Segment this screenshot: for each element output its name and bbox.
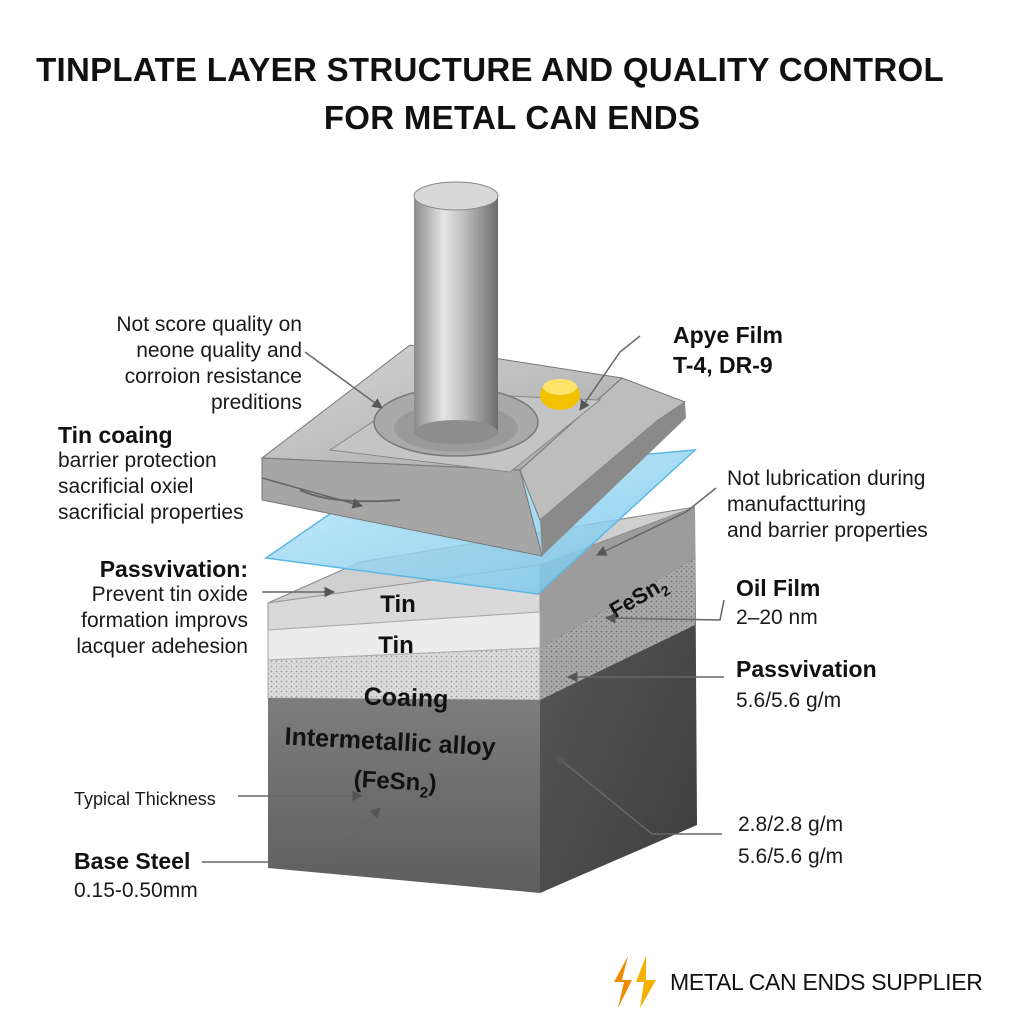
title-line-2: FOR METAL CAN ENDS [323,99,701,136]
passivation-right-value: 5.6/5.6 g/m [736,689,842,712]
layer-label-alloy-line2: (FeSn2) [353,766,438,802]
brand-arrows-icon [614,956,656,1008]
plate-right-wing-side [540,402,686,556]
apye-film-heading: Apye Film [673,322,783,348]
lubrication-line-2: manufactturing [727,493,866,516]
score-quality-line-3: corroion resistance [124,365,302,388]
leader-lubrication [596,487,717,556]
tin-coating-line-1: barrier protection [58,449,217,472]
side-dotted-band [540,558,695,700]
annotation-lubrication: Not lubrication during manufactturing an… [727,466,928,544]
coating-weight-line-1: 2.8/2.8 g/m [738,813,844,836]
coating-weight-line-2: 5.6/5.6 g/m [738,845,844,868]
brand-name: METAL CAN ENDS SUPPLIER [670,968,983,995]
annotation-tin-coating: Tin coaing barrier protection sacrificia… [58,422,244,526]
tin-coating-line-2: sacrificial oxiel [58,475,194,498]
layer-label-tin-second: Tin [378,632,414,659]
passivation-left-heading: Passvivation: [99,556,248,582]
leader-coating-weights [555,755,722,835]
oil-film-heading: Oil Film [736,575,821,601]
annotation-coating-weights: 2.8/2.8 g/m 5.6/5.6 g/m [738,812,843,870]
score-quality-line-4: preditions [210,391,302,414]
lubricant-drop-top [543,379,577,395]
annotation-typical-thickness: Typical Thickness [74,789,216,809]
leader-apye-film [579,335,641,411]
passivation-left-line-3: lacquer adehesion [76,635,248,658]
title-line-1: TINPLATE LAYER STRUCTURE AND QUALITY CON… [36,51,944,88]
passivation-left-line-2: formation improvs [81,609,248,632]
tin-coating-line-3: sacrificial properties [58,501,244,524]
layer-label-tin-top: Tin [380,591,416,618]
passivation-right-heading: Passvivation [736,656,877,682]
annotation-score-quality: Not score quality on neone quality and c… [116,312,302,416]
leader-oil-film [604,599,725,624]
passivation-left-line-1: Prevent tin oxide [91,583,248,606]
annotation-passivation-right: Passvivation 5.6/5.6 g/m [736,656,877,714]
punch-column-base [414,420,498,444]
annotation-oil-film: Oil Film 2–20 nm [736,575,820,631]
punch-column [414,196,498,432]
leader-score-quality [304,351,383,409]
punch-column-top [413,181,499,211]
lubrication-line-1: Not lubrication during [727,467,926,490]
layer-label-coating: Coaing [363,683,449,714]
score-quality-line-2: neone quality and [136,339,302,362]
front-base-steel [268,698,540,893]
leader-tin-coating [261,477,364,509]
annotation-apye-film: Apye Film T-4, DR-9 [673,322,783,378]
base-steel-value: 0.15-0.50mm [74,879,198,902]
annotation-passivation-left: Passvivation: Prevent tin oxide formatio… [76,556,248,660]
oil-film-value: 2–20 nm [736,606,818,629]
leader-lines [202,335,725,863]
apye-film-value: T-4, DR-9 [673,352,773,378]
base-steel-heading: Base Steel [74,848,191,874]
tin-coating-heading: Tin coaing [58,422,173,448]
lubrication-line-3: and barrier properties [727,519,928,542]
plate-front-face [261,457,543,557]
score-quality-line-1: Not score quality on [116,313,302,336]
leader-base-steel [202,807,381,863]
annotation-base-steel: Base Steel 0.15-0.50mm [74,848,198,904]
brand-logo: METAL CAN ENDS SUPPLIER [610,954,983,1010]
side-tin-band [540,507,695,648]
